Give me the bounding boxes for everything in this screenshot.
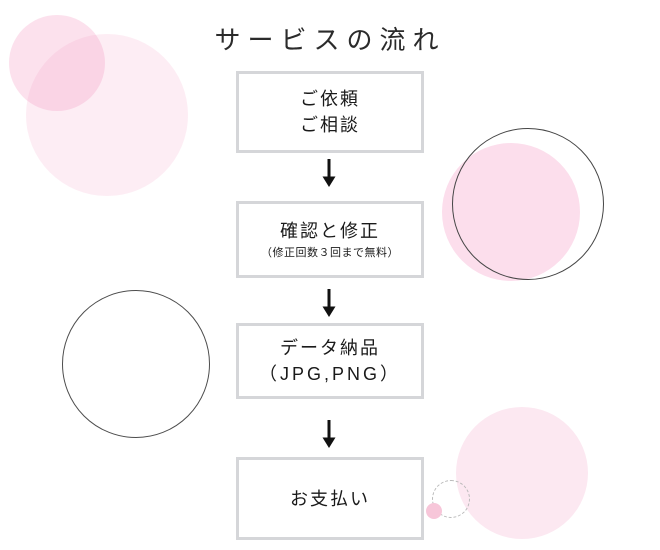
down-arrow-icon	[322, 289, 336, 317]
decorative-outline-circle-left	[62, 290, 210, 438]
flow-step-payment-box: お支払い	[236, 457, 424, 540]
decorative-pink-circle-bottom-right	[456, 407, 588, 539]
down-arrow-icon	[322, 420, 336, 448]
decorative-pink-circle-top-left-large	[26, 34, 188, 196]
flow-step-data-delivery-box: データ納品 （JPG,PNG）	[236, 323, 424, 399]
step-line: お支払い	[290, 488, 370, 509]
step-note: （修正回数３回まで無料）	[261, 247, 399, 259]
down-arrow-icon	[322, 159, 336, 187]
step-line: （JPG,PNG）	[258, 364, 401, 384]
step-line: ご相談	[300, 115, 360, 135]
step-line: 確認と修正	[280, 221, 380, 241]
page-title: サービスの流れ	[214, 26, 446, 55]
decorative-pink-dot-bottom-right	[426, 503, 442, 519]
flow-step-confirm-revise-box: 確認と修正 （修正回数３回まで無料）	[236, 201, 424, 278]
step-line: データ納品	[280, 338, 380, 358]
flow-step-request-box: ご依頼 ご相談	[236, 71, 424, 153]
decorative-dashed-circle-bottom-right	[432, 480, 470, 518]
step-line: ご依頼	[300, 89, 360, 109]
decorative-pink-circle-top-left-small	[9, 15, 105, 111]
decorative-outline-circle-right	[452, 128, 604, 280]
